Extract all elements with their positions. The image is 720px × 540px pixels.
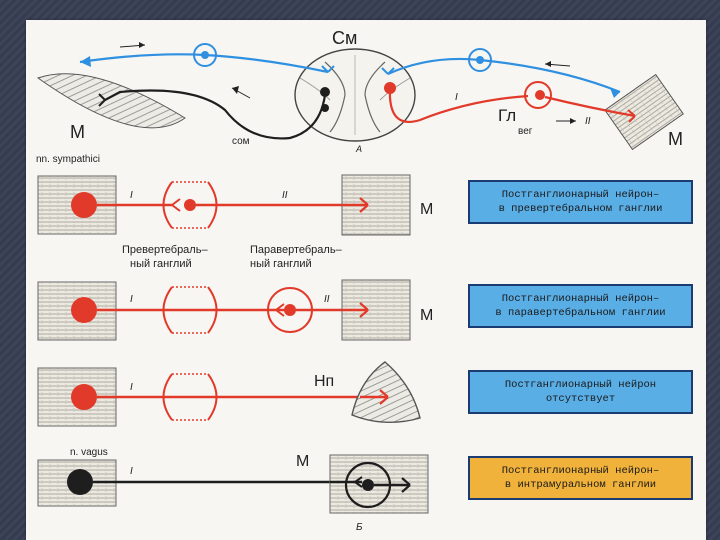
paravertebral-label-line2: ный ганглий <box>250 258 312 270</box>
row-paravertebral: I II М <box>38 280 433 340</box>
info-box-paravertebral: Постганглионарный нейрон– в паравертебра… <box>468 284 693 328</box>
vegetative-label: вег <box>518 126 533 137</box>
row1-neuron-one-label: I <box>130 190 133 201</box>
panel-letter-b: Б <box>356 522 363 533</box>
spinal-cord-label: См <box>332 28 357 48</box>
row1-target-label: М <box>420 201 433 218</box>
vagus-label: n. vagus <box>70 447 108 458</box>
spinal-cord <box>295 49 415 141</box>
row2-neuron-one-label: I <box>130 294 133 305</box>
info-box-line1: Постганглионарный нейрон <box>505 378 656 392</box>
skeletal-muscle-left <box>38 74 185 128</box>
info-box-prevertebral: Постганглионарный нейрон– в превертебрал… <box>468 180 693 224</box>
row4-neuron-one-label: I <box>130 466 133 477</box>
info-box-line2: в интрамуральном ганглии <box>502 478 660 492</box>
info-box-line2: в превертебральном ганглии <box>499 202 663 216</box>
top-neuron-two-label: II <box>585 116 591 127</box>
top-diagram: См М М Гл сом вег I II А <box>38 28 683 154</box>
somatic-label: сом <box>232 136 250 147</box>
row-prevertebral: I II М <box>38 175 433 235</box>
afferent-fiber-right <box>388 59 620 92</box>
preganglionic-neuron <box>67 469 93 495</box>
somatic-motor-neuron <box>320 87 330 97</box>
preganglionic-neuron <box>71 297 97 323</box>
prevertebral-label-line2: ный ганглий <box>130 258 192 270</box>
muscle-right-label: М <box>668 129 683 149</box>
info-box-line2: отсутствует <box>505 392 656 406</box>
info-box-line2: в паравертебральном ганглии <box>495 306 665 320</box>
row-no-postganglionic: I Нп <box>38 362 420 426</box>
muscle-left-label: М <box>70 122 85 142</box>
top-neuron-one-label: I <box>455 92 458 103</box>
info-box-intramural: Постганглионарный нейрон– в интрамуральн… <box>468 456 693 500</box>
row-intramural: I М <box>38 453 428 513</box>
row4-target-label: М <box>296 453 309 470</box>
panel-letter-a: А <box>355 144 362 154</box>
afferent-arrow-left <box>80 56 91 67</box>
info-box-line1: Постганглионарный нейрон– <box>502 464 660 478</box>
info-box-line1: Постганглионарный нейрон– <box>499 188 663 202</box>
info-box-absent: Постганглионарный нейрон отсутствует <box>468 370 693 414</box>
info-box-line1: Постганглионарный нейрон– <box>495 292 665 306</box>
row2-neuron-two-label: II <box>324 294 330 305</box>
row3-target-label: Нп <box>314 373 334 390</box>
row1-neuron-two-label: II <box>282 190 288 201</box>
ganglion-label: Гл <box>498 106 516 125</box>
prevertebral-label-line1: Превертебраль– <box>122 244 208 256</box>
preganglionic-neuron <box>71 384 97 410</box>
row2-target-label: М <box>420 307 433 324</box>
preganglionic-neuron <box>71 192 97 218</box>
row3-neuron-one-label: I <box>130 382 133 393</box>
section-title: nn. sympathici <box>36 154 100 165</box>
adrenal-medulla-shape <box>352 362 420 422</box>
paravertebral-label-line1: Паравертебраль– <box>250 244 343 256</box>
